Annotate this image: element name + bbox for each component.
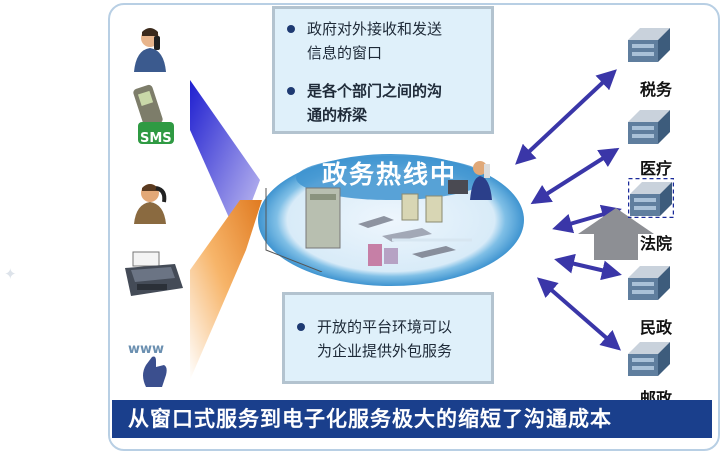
footer-banner: 从窗口式服务到电子化服务极大的缩短了沟通成本 [112,400,712,438]
up-arrow-icon [578,208,654,260]
funnel-graphic [190,80,262,380]
person-phone-icon [134,28,166,72]
fax-icon [125,251,183,296]
building-icon-court [628,178,674,218]
department-label-court: 法院 [640,234,673,253]
department-label-civil-affairs: 民政 [640,318,673,337]
top-bullet-2-line2: 通的桥梁 [307,106,368,124]
department-label-tax: 税务 [640,80,673,99]
bullet-dot-icon [287,25,295,33]
bottom-bullet-1-line2: 为企业提供外包服务 [317,342,453,360]
call-person-icon [134,184,167,224]
top-bullet-1: 政府对外接收和发送 信息的窗口 [287,17,487,65]
building-icon-post [628,342,670,376]
hub-title: 政务热线中 [322,160,458,189]
bottom-bullet-1-line1: 开放的平台环境可以 [317,318,453,336]
department-label-medical: 医疗 [640,159,673,178]
operator-icon [448,161,492,200]
sms-label: SMS [140,131,172,146]
top-info-box: 政府对外接收和发送 信息的窗口 是各个部门之间的沟 通的桥梁 [272,6,494,134]
building-icon-medical [628,110,670,144]
mobile-sms-icon [133,84,174,144]
top-bullet-1-line1: 政府对外接收和发送 [307,20,443,38]
web-access-icon: www [128,342,167,387]
top-bullet-1-line2: 信息的窗口 [307,44,383,62]
svg-text:www: www [128,342,164,357]
bottom-bullet-1: 开放的平台环境可以 为企业提供外包服务 [297,315,492,363]
connection-arrows [515,69,622,351]
building-icon-civil-affairs [628,266,670,300]
network-equipment [265,187,472,272]
top-bullet-2: 是各个部门之间的沟 通的桥梁 [287,79,487,127]
bullet-dot-icon [287,87,295,95]
background-decoration: ✦ [4,265,17,283]
top-bullet-2-line1: 是各个部门之间的沟 [307,82,443,100]
bullet-dot-icon [297,323,305,331]
building-icon-tax [628,28,670,62]
bottom-info-box: 开放的平台环境可以 为企业提供外包服务 [282,292,494,384]
